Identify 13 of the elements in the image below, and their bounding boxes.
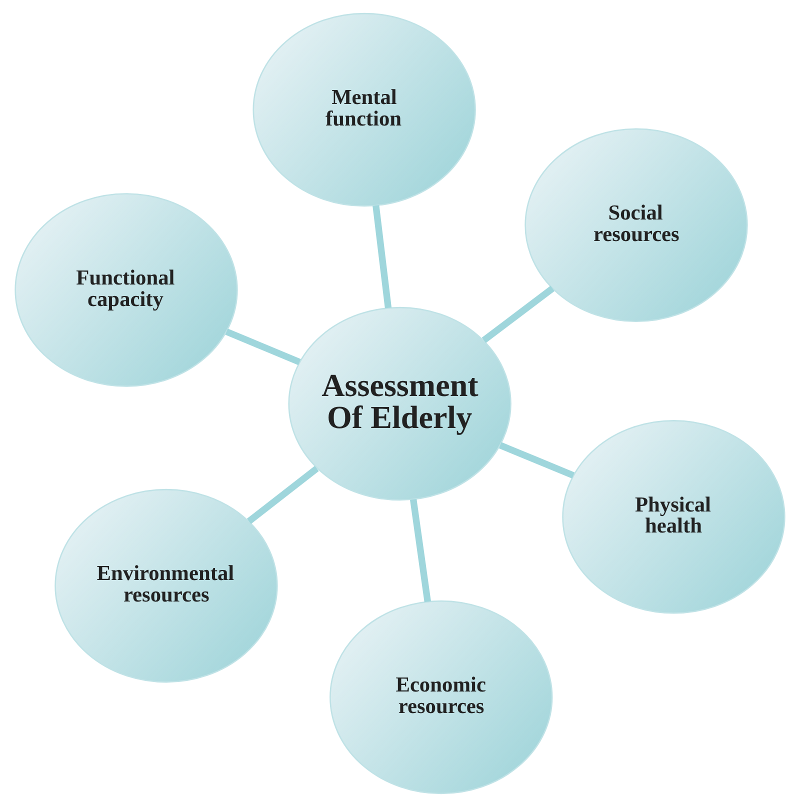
connector xyxy=(246,466,319,524)
connector xyxy=(372,205,392,308)
node-ellipse: Economic resources xyxy=(330,600,553,794)
node-ellipse: Social resources xyxy=(524,128,748,322)
node-ellipse: Environmental resources xyxy=(54,488,278,683)
node-ellipse: Mental function xyxy=(252,12,476,207)
node-ellipse: Assessment Of Elderly xyxy=(288,306,512,501)
node-ellipse: Physical health xyxy=(562,420,786,614)
node-ellipse: Functional capacity xyxy=(14,193,238,387)
connector xyxy=(482,286,555,343)
connector xyxy=(498,442,575,478)
connector xyxy=(410,499,431,602)
connector xyxy=(225,328,301,366)
